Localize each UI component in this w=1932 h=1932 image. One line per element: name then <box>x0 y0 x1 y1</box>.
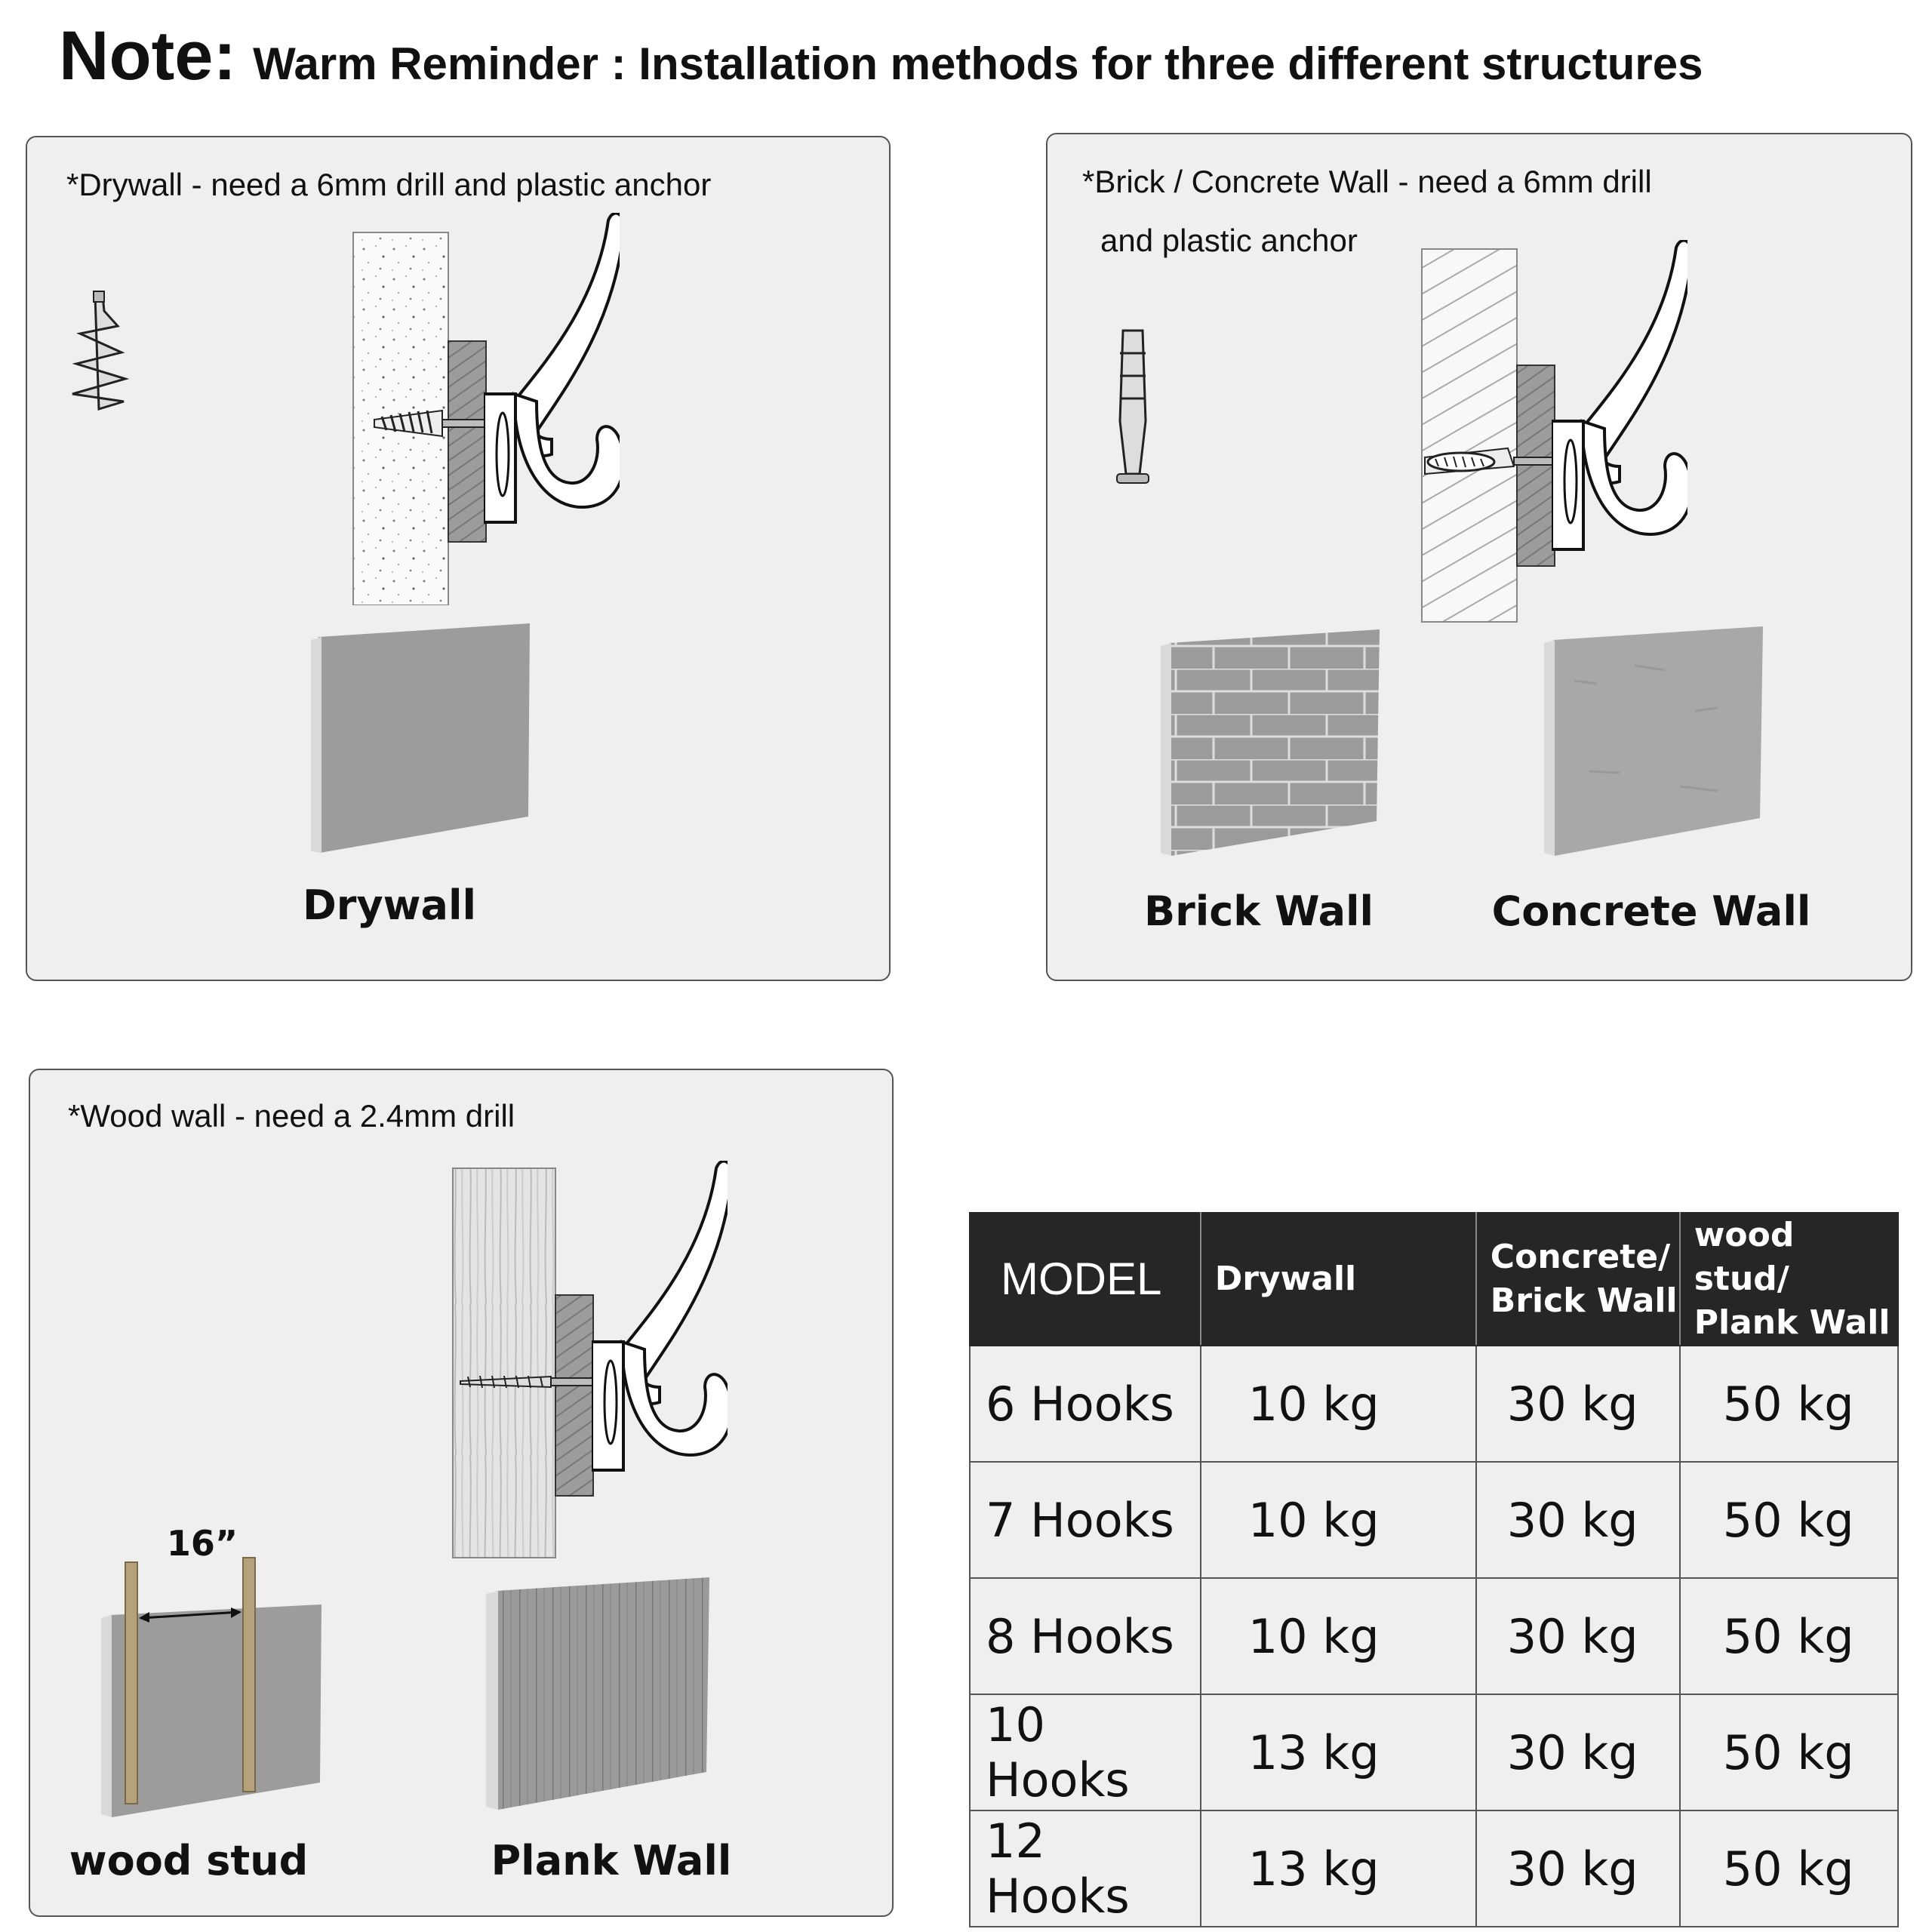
table-row: 10 Hooks 13 kg 30 kg 50 kg <box>969 1694 1900 1811</box>
cell-model: 10 Hooks <box>969 1694 1201 1811</box>
brick-wall-label: Brick Wall <box>1143 888 1374 935</box>
cell-drywall: 10 kg <box>1199 1577 1477 1695</box>
cell-model: 8 Hooks <box>969 1577 1201 1695</box>
cell-concrete: 30 kg <box>1475 1694 1681 1811</box>
cell-concrete: 30 kg <box>1475 1810 1681 1927</box>
header-wood-plank: wood stud/ Plank Wall <box>1678 1212 1900 1346</box>
cell-model: 6 Hooks <box>969 1345 1201 1463</box>
cell-wood: 50 kg <box>1678 1694 1900 1811</box>
brick-note-line1: *Brick / Concrete Wall - need a 6mm dril… <box>1082 164 1652 199</box>
cell-drywall: 13 kg <box>1199 1810 1477 1927</box>
cell-model: 12 Hooks <box>969 1810 1201 1927</box>
table-row: 12 Hooks 13 kg 30 kg 50 kg <box>969 1810 1900 1927</box>
plastic-anchor-icon <box>1116 329 1149 484</box>
concrete-wall-label: Concrete Wall <box>1491 888 1811 935</box>
cell-drywall: 10 kg <box>1199 1345 1477 1463</box>
drywall-panel: *Drywall - need a 6mm drill and plastic … <box>26 136 891 981</box>
cell-concrete: 30 kg <box>1475 1461 1681 1579</box>
wood-stud-label: wood stud <box>69 1837 309 1884</box>
table-row: 7 Hooks 10 kg 30 kg 50 kg <box>969 1461 1900 1579</box>
brick-note-line2: and plastic anchor <box>1100 223 1358 258</box>
drywall-label: Drywall <box>302 881 476 929</box>
brick-block-icon <box>1161 629 1380 856</box>
cell-wood: 50 kg <box>1678 1345 1900 1463</box>
drywall-mount-diagram <box>352 213 620 605</box>
table-row: 8 Hooks 10 kg 30 kg 50 kg <box>969 1577 1900 1695</box>
wood-stud-block-icon <box>101 1557 321 1817</box>
cell-concrete: 30 kg <box>1475 1345 1681 1463</box>
wood-panel: *Wood wall - need a 2.4mm drill 16” wood… <box>29 1069 894 1917</box>
load-capacity-table: MODEL Drywall Concrete/ Brick Wall wood … <box>969 1212 1900 1927</box>
cell-model: 7 Hooks <box>969 1461 1201 1579</box>
wood-mount-diagram <box>452 1161 728 1558</box>
brick-mount-diagram <box>1421 240 1687 623</box>
drywall-anchor-icon <box>72 291 130 411</box>
plank-wall-label: Plank Wall <box>491 1837 732 1884</box>
page-title: Note: Warm Reminder : Installation method… <box>59 17 1893 100</box>
wood-note: *Wood wall - need a 2.4mm drill <box>68 1098 515 1134</box>
cell-drywall: 10 kg <box>1199 1461 1477 1579</box>
table-row: 6 Hooks 10 kg 30 kg 50 kg <box>969 1345 1900 1463</box>
cell-concrete: 30 kg <box>1475 1577 1681 1695</box>
plank-wall-block-icon <box>486 1577 709 1810</box>
stud-spacing-label: 16” <box>166 1523 238 1564</box>
table-header-row: MODEL Drywall Concrete/ Brick Wall wood … <box>969 1212 1900 1346</box>
header-drywall: Drywall <box>1199 1212 1477 1346</box>
cell-drywall: 13 kg <box>1199 1694 1477 1811</box>
concrete-block-icon <box>1544 626 1763 856</box>
title-note: Note: <box>59 17 237 94</box>
drywall-block-icon <box>311 623 530 853</box>
cell-wood: 50 kg <box>1678 1461 1900 1579</box>
header-model: MODEL <box>969 1212 1201 1346</box>
header-concrete-brick: Concrete/ Brick Wall <box>1475 1212 1681 1346</box>
title-text: Warm Reminder : Installation methods for… <box>253 38 1703 89</box>
cell-wood: 50 kg <box>1678 1810 1900 1927</box>
brick-concrete-panel: *Brick / Concrete Wall - need a 6mm dril… <box>1046 133 1912 981</box>
cell-wood: 50 kg <box>1678 1577 1900 1695</box>
drywall-note: *Drywall - need a 6mm drill and plastic … <box>66 167 712 202</box>
